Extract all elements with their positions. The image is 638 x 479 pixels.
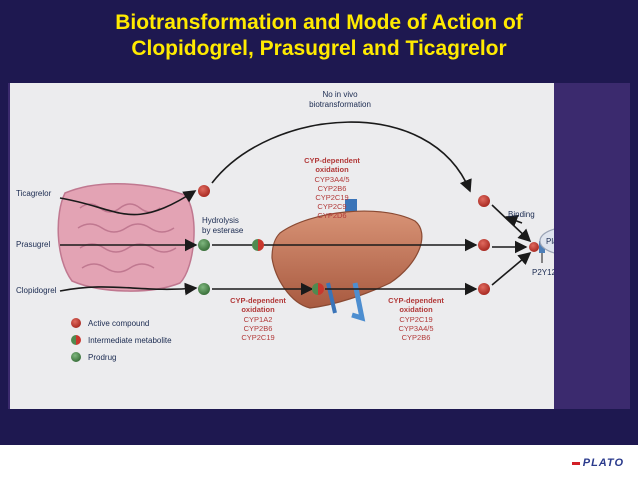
slide-title-line-1: Biotransformation and Mode of Action of (115, 11, 523, 34)
legend-active-label: Active compound (88, 319, 149, 328)
plato-logo-text: PLATO (582, 457, 624, 469)
biotransformation-diagram: Platelet P2Y12 Binding Ticagrelor Prasug… (10, 83, 554, 409)
cyp-right-enzyme-3: CYP2B6 (402, 333, 431, 342)
slide-title-line-2: Clopidogrel, Prasugrel and Ticagrelor (131, 37, 507, 60)
compound-markers (198, 185, 539, 295)
legend-active-swatch (71, 318, 81, 328)
platelet-illustration: Platelet P2Y12 Binding (508, 210, 554, 277)
cyp-top-heading-2: oxidation (315, 165, 349, 174)
cyp-left-heading-2: oxidation (241, 305, 275, 314)
prasugrel-prodrug-dot (198, 239, 210, 251)
hydrolysis-line-1: Hydrolysis (202, 216, 239, 225)
drug-label-ticagrelor: Ticagrelor (16, 189, 52, 198)
bound-compound-dot (529, 242, 539, 252)
cyp-left-enzyme-3: CYP2C19 (241, 333, 274, 342)
prasugrel-final-dot (478, 239, 490, 251)
footer-bar: PLATO (0, 445, 638, 479)
clopidogrel-final-dot (478, 283, 490, 295)
legend-intermediate-label: Intermediate metabolite (88, 336, 172, 345)
no-vivo-line-1: No in vivo (322, 90, 358, 99)
legend-prodrug-swatch (71, 352, 81, 362)
cyp-left-enzyme-2: CYP2B6 (244, 324, 273, 333)
drug-label-clopidogrel: Clopidogrel (16, 286, 57, 295)
cyp-top-enzyme-1: CYP3A4/5 (314, 175, 349, 184)
legend: Active compound Intermediate metabolite … (71, 318, 172, 362)
cyp-left-enzyme-1: CYP1A2 (244, 315, 273, 324)
intestine-illustration (57, 182, 195, 292)
hydrolysis-line-2: by esterase (202, 226, 244, 235)
prasugrel-intermediate-dot (252, 239, 264, 251)
platelet-label: Platelet (546, 237, 554, 246)
p2y12-label: P2Y12 (532, 268, 554, 277)
cyp-top-heading-1: CYP-dependent (304, 156, 360, 165)
ticagrelor-active-dot (198, 185, 210, 197)
cyp-top-enzyme-5: CYP2D6 (317, 211, 346, 220)
cyp-left-heading-1: CYP-dependent (230, 296, 286, 305)
cyp-top-enzyme-4: CYP2C9 (317, 202, 346, 211)
drug-label-prasugrel: Prasugrel (16, 240, 50, 249)
legend-intermediate-swatch (71, 335, 81, 345)
cyp-right-heading-1: CYP-dependent (388, 296, 444, 305)
legend-prodrug-label: Prodrug (88, 353, 116, 362)
cyp-right-heading-2: oxidation (399, 305, 433, 314)
cyp-right-enzyme-2: CYP3A4/5 (398, 324, 433, 333)
slide-title: Biotransformation and Mode of Action of … (0, 10, 638, 62)
cyp-right-enzyme-1: CYP2C19 (399, 315, 432, 324)
ticagrelor-final-dot (478, 195, 490, 207)
no-vivo-line-2: biotransformation (309, 100, 371, 109)
plato-logo: PLATO (571, 457, 624, 469)
clopidogrel-prodrug-dot (198, 283, 210, 295)
clopidogrel-intermediate-dot (312, 283, 324, 295)
binding-label: Binding (508, 210, 535, 219)
cyp-top-enzyme-2: CYP2B6 (318, 184, 347, 193)
cyp-top-enzyme-3: CYP2C19 (315, 193, 348, 202)
